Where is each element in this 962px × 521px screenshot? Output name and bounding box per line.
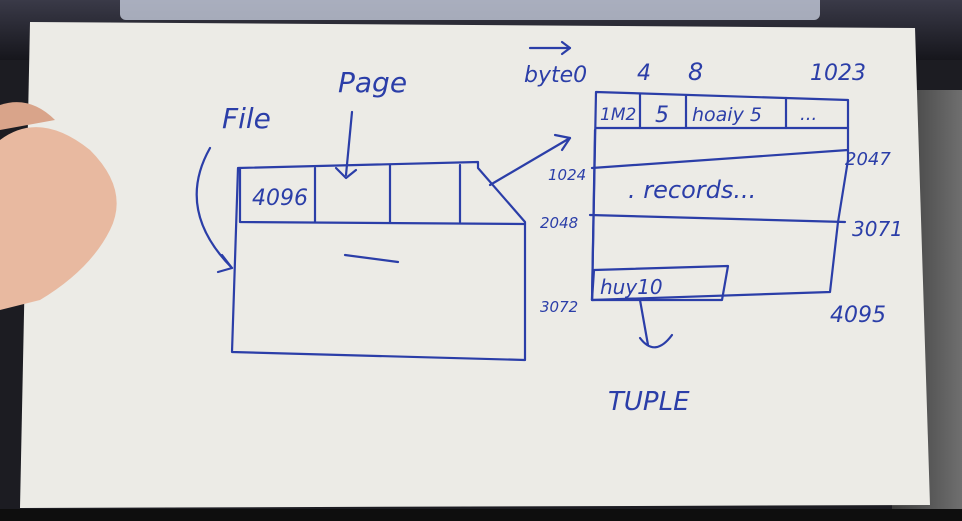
page-detail-arrow-head	[553, 133, 572, 152]
file-label: File	[222, 102, 271, 135]
byte0-label: byte0	[524, 63, 587, 88]
row-3072-label: 3072	[540, 298, 578, 316]
row-line-2048	[588, 213, 847, 224]
thumb-shadow	[0, 102, 55, 130]
page-arrow-head	[334, 166, 358, 180]
tuple-cell-label: huy10	[600, 275, 663, 299]
row-line-1024	[590, 148, 850, 170]
page-detail-arrow	[488, 136, 572, 187]
byte0-arrow-head	[560, 40, 572, 56]
right-4095-label: 4095	[830, 303, 886, 328]
header-cell-3: hoaiy 5	[692, 104, 762, 126]
right-3071-label: 3071	[852, 217, 903, 241]
row-2048-label: 2048	[540, 214, 578, 232]
file-arrow	[195, 146, 234, 270]
file-arrow-head	[216, 253, 234, 274]
page-label: Page	[338, 66, 407, 99]
file-page-row	[238, 166, 527, 226]
tuple-arrow-head	[638, 333, 674, 349]
tuple-label: TUPLE	[608, 387, 690, 417]
page-left-edge	[590, 128, 597, 302]
file-box	[230, 160, 527, 362]
pencil-mark	[343, 253, 400, 264]
right-2047-label: 2047	[845, 149, 891, 170]
offset-1023-label: 1023	[810, 61, 866, 86]
header-cell-1: 1M2	[600, 105, 636, 125]
background-monitor-screen	[120, 0, 820, 20]
row-1024-label: 1024	[548, 166, 586, 184]
bottom-edge	[0, 509, 962, 521]
tuple-arrow	[638, 298, 650, 347]
tuple-cell	[590, 264, 730, 302]
offset-8-label: 8	[688, 58, 703, 86]
thumb	[0, 127, 117, 310]
header-cell-4: ...	[800, 104, 817, 125]
first-slot-label: 4096	[252, 186, 308, 211]
offset-4-label: 4	[637, 61, 651, 86]
paper-sheet	[20, 22, 930, 508]
records-label: . records...	[628, 176, 756, 204]
header-cell-2: 5	[655, 103, 669, 128]
